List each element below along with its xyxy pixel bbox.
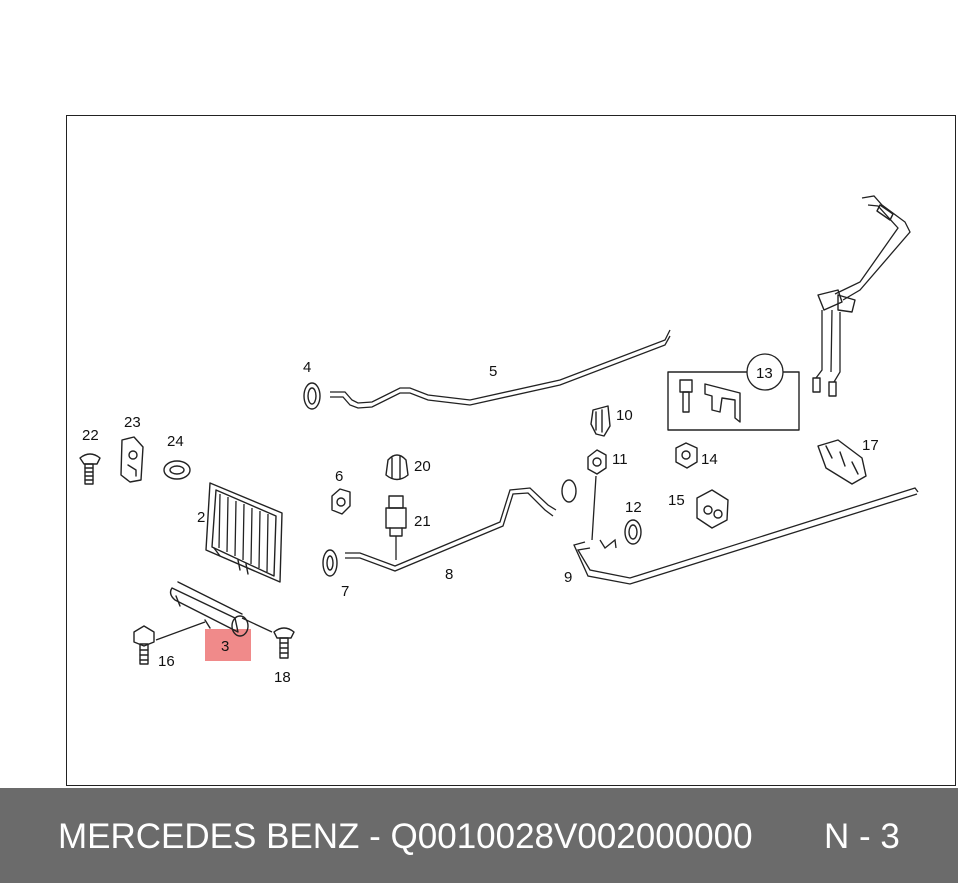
part-9-pipe: [576, 487, 919, 579]
part-14-nut: [675, 442, 698, 469]
part-23-clip: [120, 436, 144, 483]
part-24-ring-inner: [169, 465, 185, 475]
label-22: 22: [82, 427, 99, 444]
label-3: 3: [221, 638, 229, 655]
part-17-block: [817, 439, 867, 485]
footer-brand-code: MERCEDES BENZ - Q0010028V002000000: [58, 817, 753, 856]
label-15: 15: [668, 492, 685, 509]
leader-11: [591, 475, 597, 541]
part-4-oring-inner: [307, 387, 317, 405]
parts-diagram: 2 3 4 5 6 7 8 9 10 11 12 13 14 15 16 17 …: [79, 195, 919, 686]
label-21: 21: [414, 513, 431, 530]
label-6: 6: [335, 468, 343, 485]
part-2-condenser: [205, 482, 283, 583]
label-14: 14: [701, 451, 718, 468]
hose-assembly: [812, 195, 911, 397]
label-11: 11: [612, 451, 628, 468]
label-8: 8: [445, 566, 453, 583]
part-16-bolt: [133, 625, 155, 665]
footer-position: N - 3: [824, 817, 900, 856]
part-8-pipe-edge: [345, 492, 554, 572]
part-4-oring: [303, 382, 321, 410]
part-5-pipe: [330, 329, 671, 404]
label-18: 18: [274, 669, 291, 686]
label-12: 12: [625, 499, 642, 516]
part-12-oring-inner: [628, 524, 638, 540]
label-20: 20: [414, 458, 431, 475]
part-18-screw: [273, 627, 295, 659]
label-13: 13: [756, 365, 773, 382]
part-7-oring: [322, 549, 338, 577]
diagram-frame: [66, 115, 956, 786]
part-3-dryer: [169, 581, 249, 637]
part-13-box: [667, 371, 800, 431]
part-15-block: [696, 489, 729, 529]
part-12-oring: [624, 519, 642, 545]
footer-bar: [0, 788, 958, 883]
label-23: 23: [124, 414, 141, 431]
label-2: 2: [197, 509, 205, 526]
part-20-cap: [385, 454, 409, 481]
part-9-pipe-edge: [573, 493, 918, 585]
label-16: 16: [158, 653, 175, 670]
part-6-nut: [331, 488, 351, 515]
part-8-ring: [561, 479, 577, 503]
label-5: 5: [489, 363, 497, 380]
part-13-bracket: [704, 383, 741, 423]
part-24-ring: [163, 460, 191, 480]
label-17: 17: [862, 437, 879, 454]
label-24: 24: [167, 433, 184, 450]
part-10-valve: [590, 405, 611, 437]
part-21-valve: [385, 495, 407, 560]
label-10: 10: [616, 407, 633, 424]
part-13-badge: [746, 353, 784, 391]
leader-16: [155, 621, 206, 641]
part-8-pipe: [345, 487, 557, 567]
label-7: 7: [341, 583, 349, 600]
part-5-pipe-edge: [330, 335, 671, 409]
part-11-nut: [587, 449, 607, 475]
part-22-bolt: [79, 453, 101, 485]
label-4: 4: [303, 359, 311, 376]
part-7-oring-inner: [326, 555, 334, 571]
label-9: 9: [564, 569, 572, 586]
part-13-bolt: [679, 379, 693, 413]
leader-18: [241, 617, 273, 633]
